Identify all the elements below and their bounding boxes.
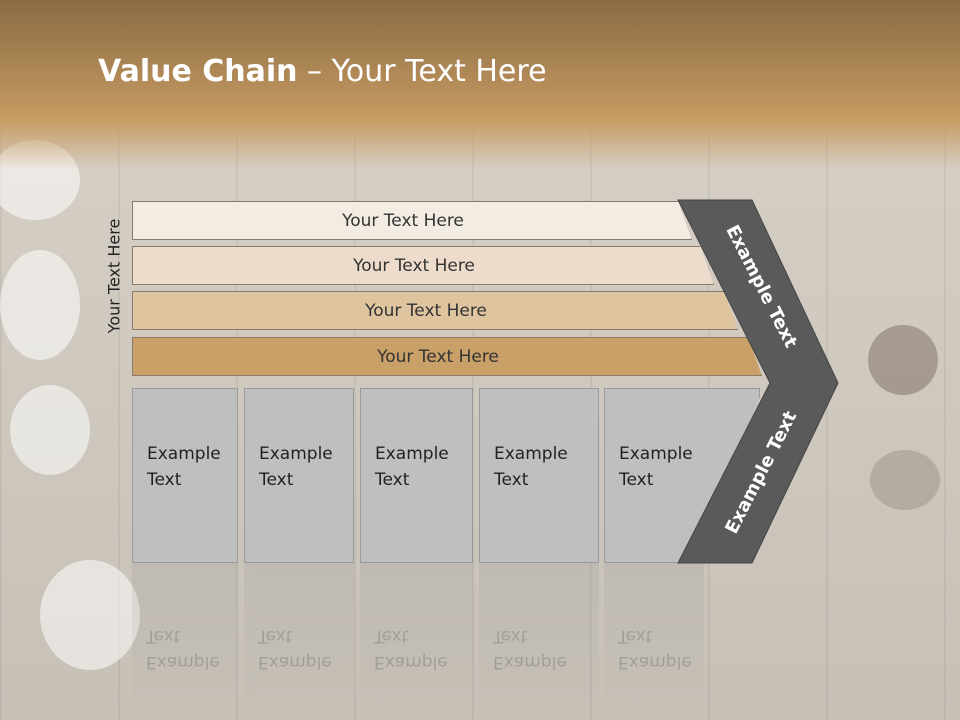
value-row-3: Your Text Here	[132, 291, 738, 330]
row-label: Your Text Here	[365, 300, 487, 321]
page-title: Value Chain – Your Text Here	[98, 54, 547, 89]
vertical-label: Your Text Here	[104, 218, 124, 334]
value-row-2: Your Text Here	[132, 246, 714, 285]
value-column-2: Example Text	[244, 388, 354, 563]
value-column-1: Example Text	[132, 388, 238, 563]
nutmeg-decoration	[868, 325, 938, 395]
value-row-4: Your Text Here	[132, 337, 762, 376]
chevron-arrow	[677, 199, 839, 564]
reflection: Example Text	[132, 563, 238, 720]
row-label: Your Text Here	[342, 210, 464, 231]
star-anise-decoration	[870, 450, 940, 510]
garlic-decoration	[10, 385, 90, 475]
garlic-decoration	[0, 250, 80, 360]
header-band	[0, 0, 960, 170]
reflection: Example Text	[604, 563, 704, 720]
reflection: Example Text	[479, 563, 599, 720]
garlic-decoration	[40, 560, 140, 670]
value-column-4: Example Text	[479, 388, 599, 563]
reflection: Example Text	[244, 563, 354, 720]
row-label: Your Text Here	[353, 255, 475, 276]
value-row-1: Your Text Here	[132, 201, 692, 240]
reflection: Example Text	[360, 563, 473, 720]
row-label: Your Text Here	[377, 346, 499, 367]
value-column-3: Example Text	[360, 388, 473, 563]
